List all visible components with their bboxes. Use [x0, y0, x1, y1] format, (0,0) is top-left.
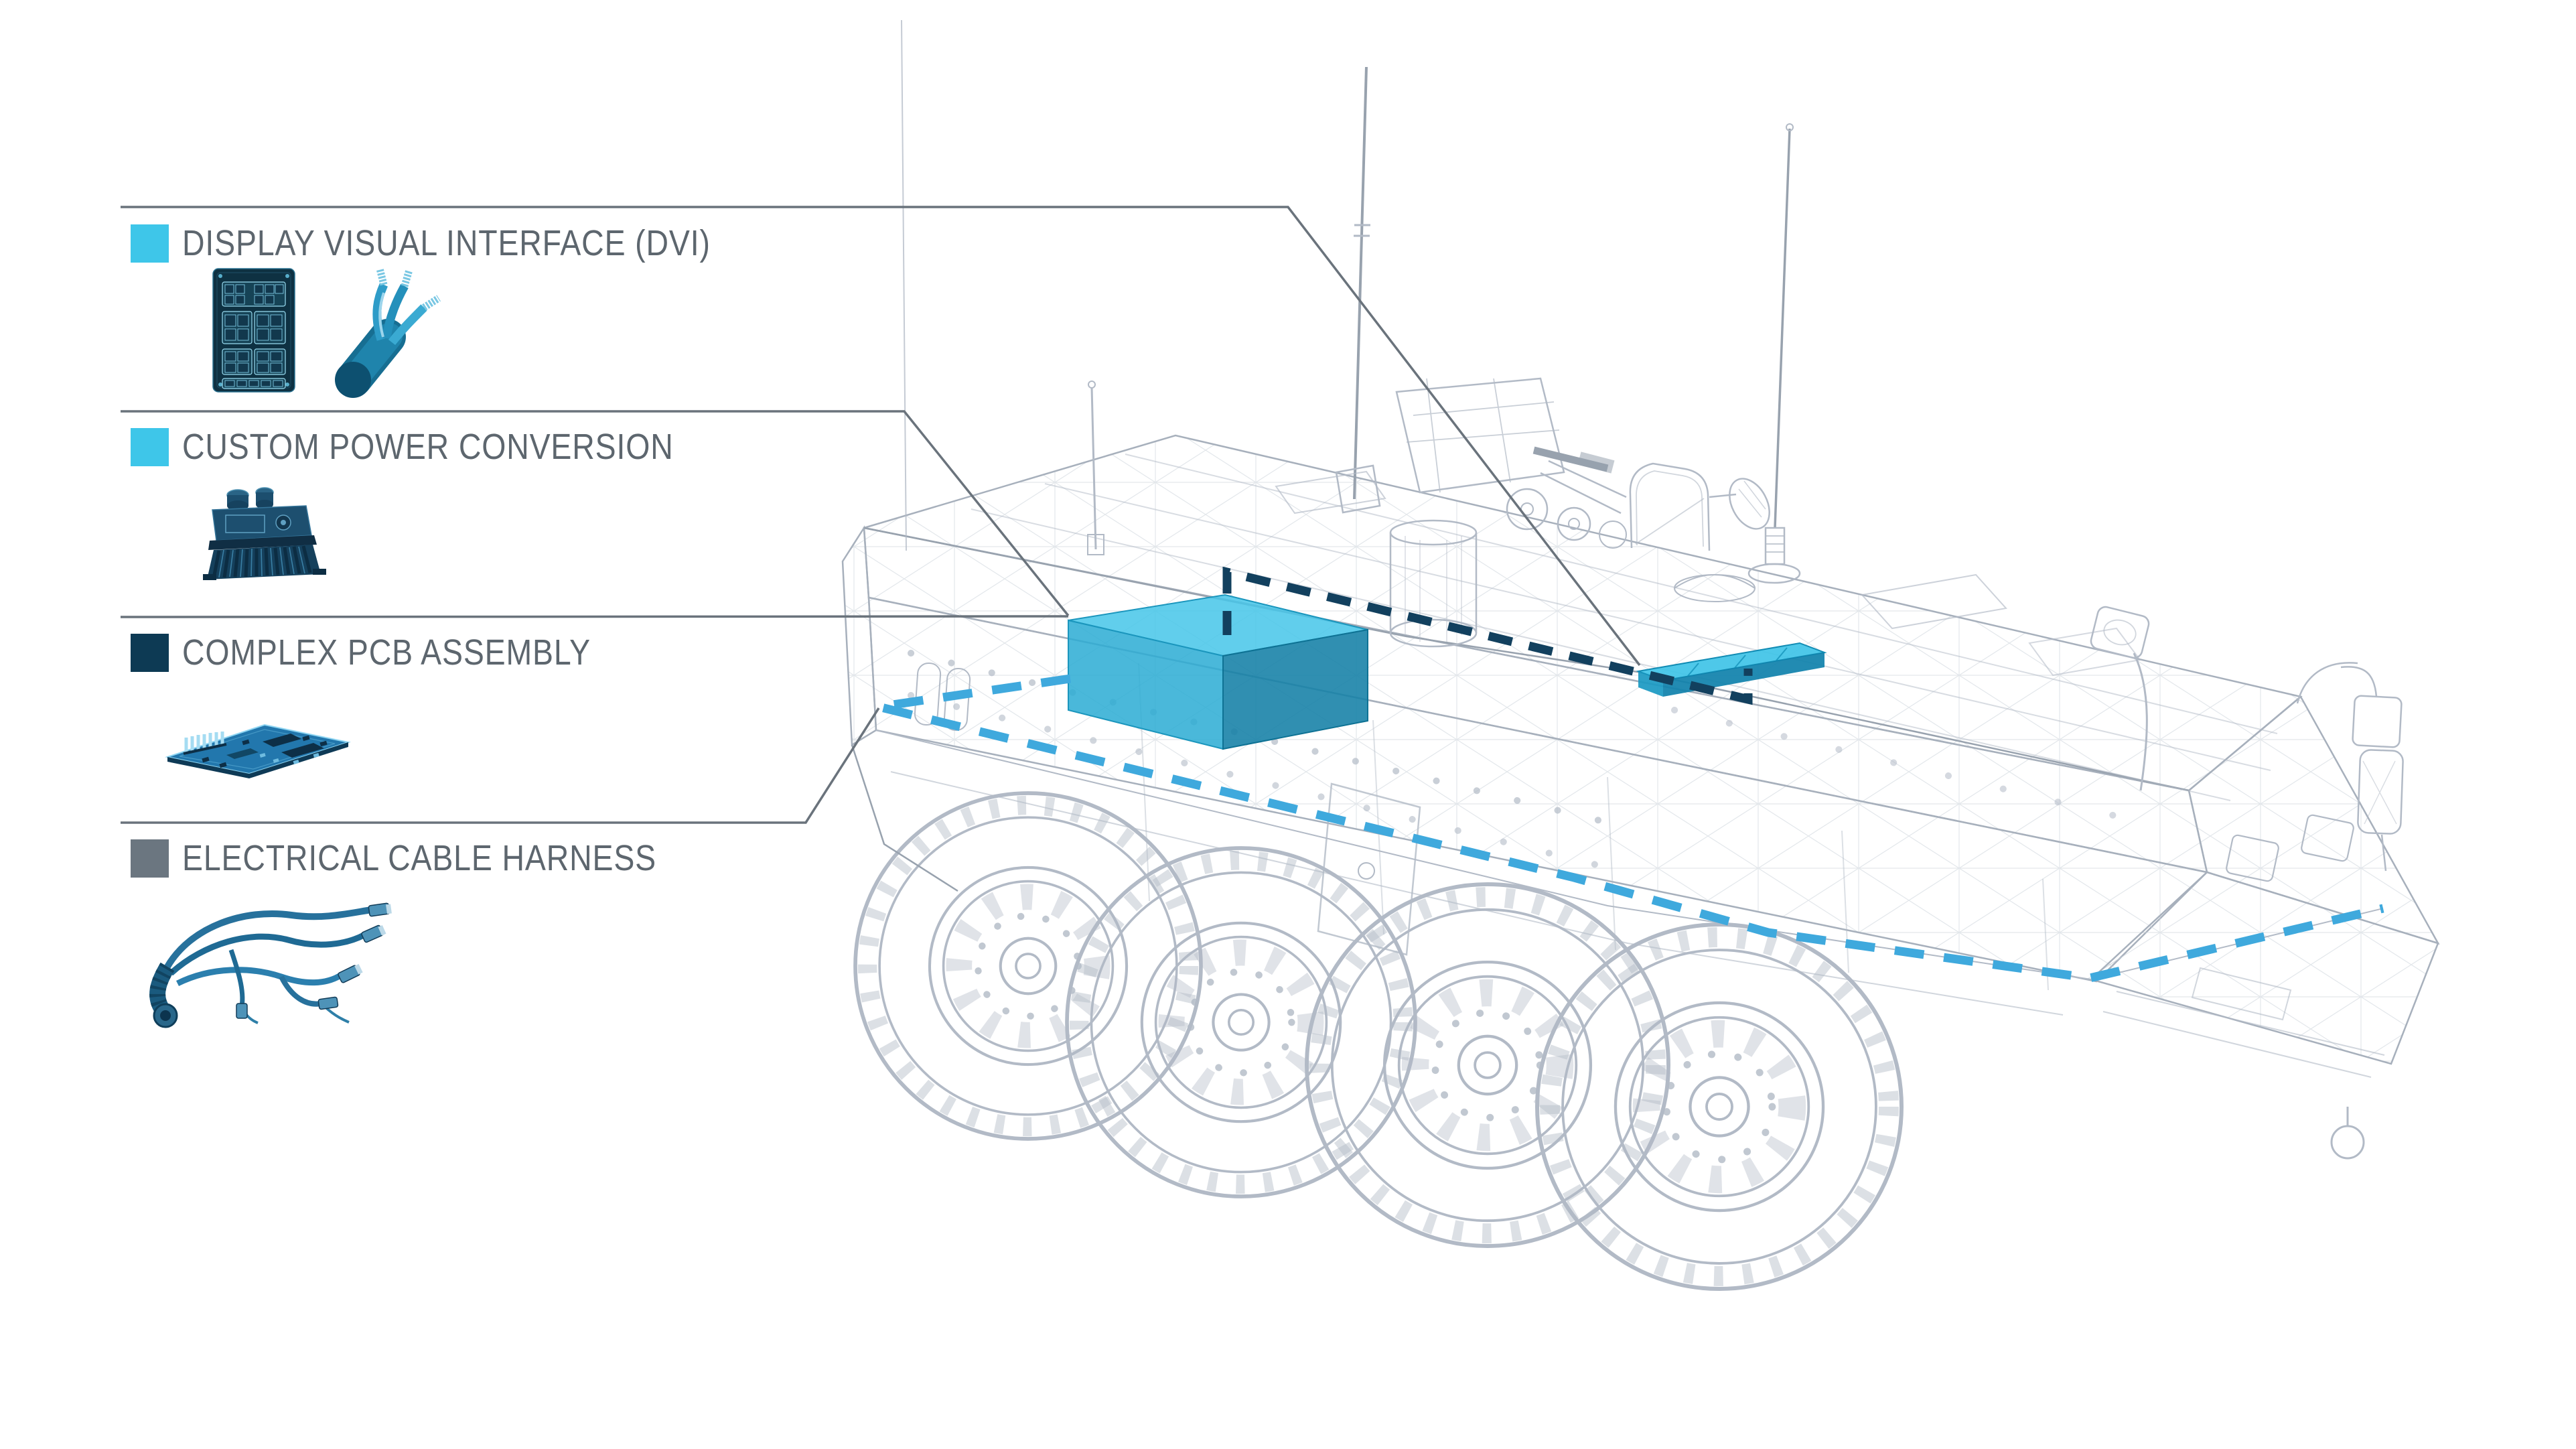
harness-color-swatch	[131, 839, 169, 878]
cable-cross-section-image	[335, 267, 441, 398]
power-unit-highlight	[1068, 594, 1368, 750]
keypad-panel-image	[212, 268, 295, 393]
bolt-row-1	[908, 650, 1631, 831]
antenna-mast-2	[1747, 123, 1801, 584]
power-color-swatch	[131, 428, 169, 466]
power-label: CUSTOM POWER CONVERSION	[182, 427, 674, 467]
antenna-rear-short	[1087, 381, 1104, 555]
wheel-2	[1067, 848, 1415, 1196]
skirt-edge	[890, 771, 2064, 1016]
cable-route-dashed-line	[877, 674, 2384, 983]
roof-near-edge	[863, 527, 2190, 792]
pcb-color-swatch	[131, 634, 169, 672]
dvi-color-swatch	[131, 224, 169, 263]
side-door	[1317, 782, 1421, 956]
pcb-label: COMPLEX PCB ASSEMBLY	[182, 632, 591, 673]
weapon-station	[1389, 377, 1627, 648]
harness-label: ELECTRICAL CABLE HARNESS	[182, 838, 656, 878]
roof-hatch-3	[2028, 627, 2141, 677]
headlamp-left	[2090, 606, 2150, 791]
cable-harness-image	[149, 902, 392, 1028]
whip-antenna-thin	[901, 19, 907, 551]
rear-lower-edge	[851, 744, 958, 892]
rear-surface	[841, 525, 877, 747]
gun-shield-window	[1629, 462, 1770, 551]
wheel-1	[855, 793, 1201, 1139]
pcb-board-image	[165, 723, 351, 778]
leader-line-power	[121, 410, 1070, 617]
muzzle-brake	[1577, 452, 1615, 474]
leader-line-pcb	[120, 615, 1069, 618]
roof-dome	[1674, 574, 1756, 602]
bolt-row-2	[908, 692, 1624, 874]
mirror-right	[2296, 662, 2404, 872]
roof-hatch-1	[1275, 470, 1386, 514]
roof-hatch-2	[1861, 573, 2007, 630]
front-glacis-surface	[2188, 695, 2440, 945]
antenna-mast-1	[1335, 66, 1381, 514]
roof-plate-lines	[971, 454, 2278, 801]
rear-vent-1	[914, 663, 942, 726]
dvi-label: DISPLAY VISUAL INTERFACE (DVI)	[182, 223, 711, 263]
power-converter-image	[203, 487, 326, 580]
wheel-3	[1307, 884, 1668, 1246]
front-details	[2102, 814, 2385, 1160]
leader-line-harness	[121, 707, 880, 824]
leader-line-dvi	[121, 206, 1641, 667]
